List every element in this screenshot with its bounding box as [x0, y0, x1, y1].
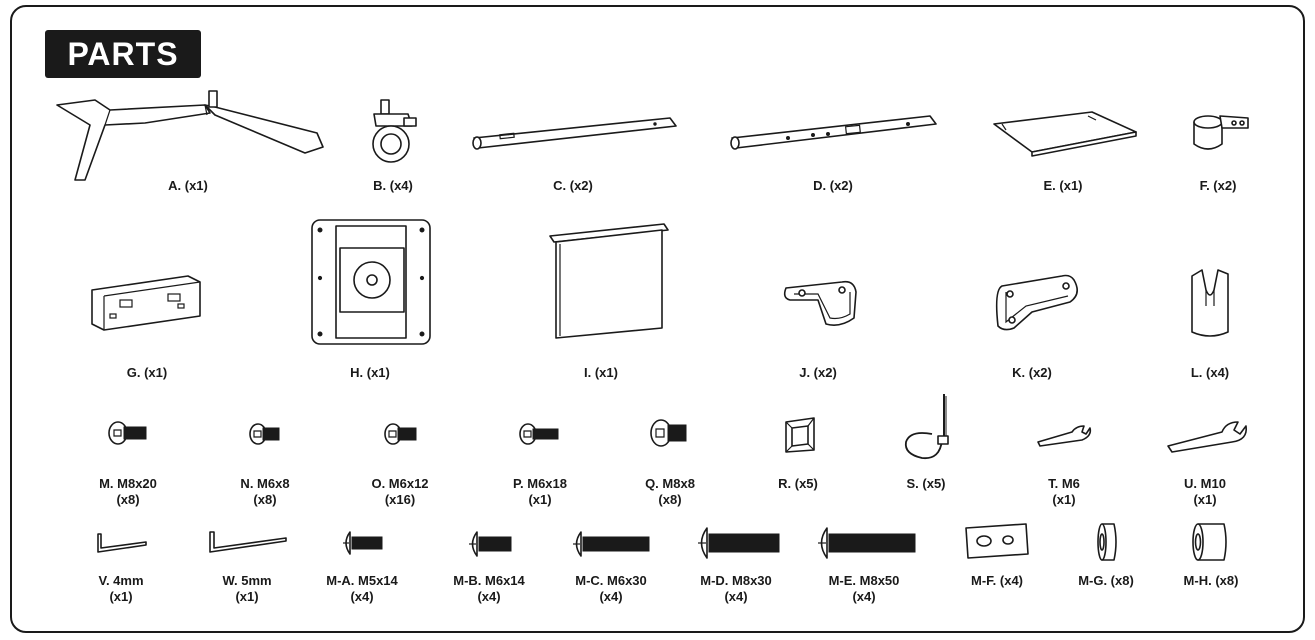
part-label: K. (x2) [1012, 365, 1052, 380]
cable-cover-icon [1191, 269, 1229, 337]
parts-title: PARTS [45, 30, 201, 78]
part-label: V. 4mm(x1) [98, 573, 144, 604]
caster-wheel-icon [372, 99, 417, 163]
spacer-icon [1097, 523, 1117, 561]
part-label: N. M6x8(x8) [240, 476, 290, 507]
wrench-icon [1167, 421, 1248, 453]
part-label: J. (x2) [799, 365, 837, 380]
screw-icon [108, 421, 147, 445]
bracket-icon [91, 275, 201, 331]
part-label: T. M6(x1) [1048, 476, 1080, 507]
spacer-icon [1192, 523, 1227, 561]
bolt-icon [343, 531, 383, 555]
part-label: E. (x1) [1043, 178, 1083, 193]
shelf-plate-icon [993, 111, 1137, 157]
clamp-icon [1193, 115, 1249, 150]
cover-panel-icon [549, 223, 669, 339]
part-label: F. (x2) [1199, 178, 1237, 193]
parts-frame [10, 5, 1305, 633]
part-label: S. (x5) [906, 476, 946, 491]
part-label: M-D. M8x30(x4) [700, 573, 772, 604]
l-bracket-icon [995, 274, 1078, 331]
part-label: L. (x4) [1190, 365, 1230, 380]
allen-key-icon [209, 531, 287, 553]
cable-tie-icon [904, 394, 949, 460]
part-label: Q. M8x8(x8) [645, 476, 695, 507]
adhesive-mount-icon [785, 417, 815, 453]
part-label: D. (x2) [813, 178, 853, 193]
screw-icon [519, 423, 559, 445]
part-label: A. (x1) [168, 178, 208, 193]
washer-plate-icon [965, 523, 1029, 559]
allen-key-icon [97, 533, 147, 553]
bolt-icon [573, 531, 650, 557]
tube-icon [472, 117, 677, 150]
part-label: U. M10(x1) [1184, 476, 1226, 507]
part-label: M-E. M8x50(x4) [828, 573, 900, 604]
part-label: P. M6x18(x1) [513, 476, 567, 507]
part-label: C. (x2) [553, 178, 593, 193]
tube-icon [730, 115, 937, 150]
part-label: W. 5mm(x1) [222, 573, 272, 604]
part-label: R. (x5) [778, 476, 818, 491]
part-label: B. (x4) [373, 178, 413, 193]
tripod-base-icon [56, 90, 324, 181]
part-label: M-B. M6x14(x4) [453, 573, 525, 604]
wrench-icon [1037, 425, 1092, 447]
screw-icon [650, 419, 687, 447]
bolt-icon [698, 527, 780, 559]
screw-icon [249, 423, 280, 445]
part-label: M-H. (x8) [1183, 573, 1239, 588]
part-label: G. (x1) [126, 365, 168, 380]
part-label: M-C. M6x30(x4) [575, 573, 647, 604]
part-label: M-F. (x4) [971, 573, 1023, 588]
part-label: M-G. (x8) [1078, 573, 1134, 588]
part-label: M-A. M5x14(x4) [326, 573, 398, 604]
mounting-plate-icon [311, 219, 431, 345]
l-bracket-icon [783, 280, 857, 326]
part-label: H. (x1) [350, 365, 390, 380]
part-label: M. M8x20(x8) [99, 476, 157, 507]
screw-icon [384, 423, 417, 445]
bolt-icon [469, 531, 512, 557]
part-label: O. M6x12(x16) [371, 476, 429, 507]
bolt-icon [818, 527, 916, 559]
part-label: I. (x1) [584, 365, 618, 380]
